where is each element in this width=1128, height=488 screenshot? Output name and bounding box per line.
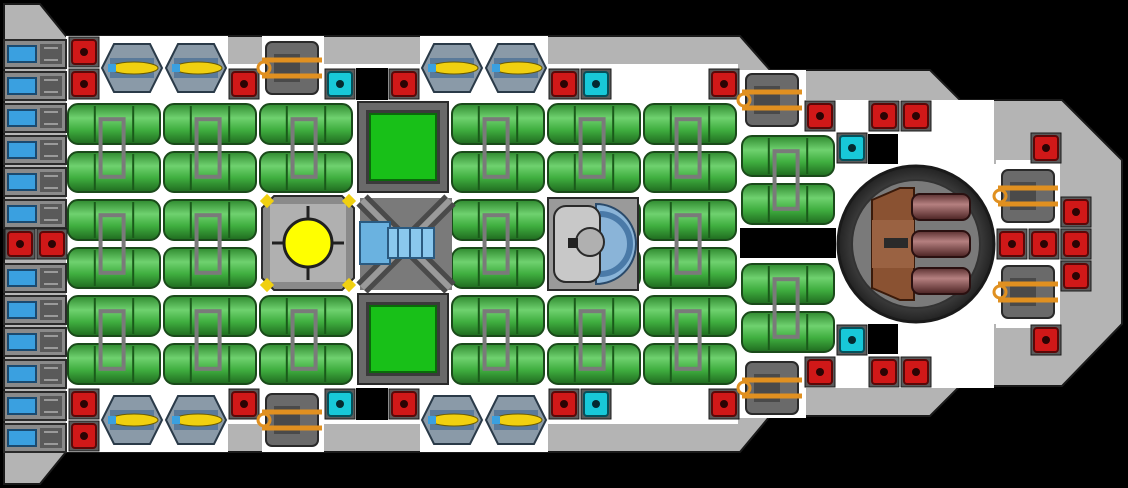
thruster-icon[interactable] [3, 167, 67, 197]
missile-icon[interactable] [100, 43, 164, 93]
missile-icon[interactable] [164, 395, 228, 445]
cyan-shield-icon[interactable] [580, 388, 612, 420]
thruster-icon[interactable] [3, 103, 67, 133]
thruster-icon[interactable] [3, 295, 67, 325]
red-cannon-icon[interactable] [548, 68, 580, 100]
cyan-shield-icon[interactable] [580, 68, 612, 100]
red-cannon-icon[interactable] [1030, 324, 1062, 356]
fuel-tank-icon[interactable] [451, 103, 545, 193]
fuel-tank-icon[interactable] [643, 199, 737, 289]
cyan-shield-icon[interactable] [836, 132, 868, 164]
railgun-icon[interactable] [992, 265, 1058, 319]
fuel-tank-icon[interactable] [741, 263, 835, 353]
red-cannon-icon[interactable] [708, 68, 740, 100]
railgun-group [256, 41, 1058, 447]
capacitor-icon[interactable] [547, 197, 639, 291]
red-cannon-icon[interactable] [68, 68, 100, 100]
fuel-tank-icon[interactable] [259, 295, 353, 385]
hull-voids [356, 68, 898, 420]
cyan-shield-icon[interactable] [324, 388, 356, 420]
thruster-icon[interactable] [3, 263, 67, 293]
fuel-tank-icon[interactable] [451, 295, 545, 385]
fuel-tank-icon[interactable] [67, 295, 161, 385]
red-cannon-icon[interactable] [900, 356, 932, 388]
missile-icon[interactable] [164, 43, 228, 93]
red-cannon-icon[interactable] [228, 68, 260, 100]
red-cannon-icon[interactable] [996, 228, 1028, 260]
fuel-tank-icon[interactable] [163, 199, 257, 289]
missile-icon[interactable] [484, 43, 548, 93]
thruster-icon[interactable] [3, 391, 67, 421]
red-cannon-icon[interactable] [1030, 132, 1062, 164]
thruster-icon[interactable] [3, 327, 67, 357]
cyan-shield-icon[interactable] [324, 68, 356, 100]
cargo-bay[interactable] [357, 293, 449, 385]
railgun-icon[interactable] [256, 393, 322, 447]
missile-group [100, 43, 548, 445]
fuel-tank-icon[interactable] [451, 199, 545, 289]
fuel-tank-icon[interactable] [163, 295, 257, 385]
thruster-icon[interactable] [3, 199, 67, 229]
turret-icon[interactable] [836, 164, 996, 324]
cannon-group [4, 36, 1092, 452]
fuel-tank-icon[interactable] [741, 135, 835, 225]
cargo-bay[interactable] [357, 101, 449, 193]
fuel-tank-grid [67, 103, 835, 385]
railgun-icon[interactable] [256, 41, 322, 95]
railgun-icon[interactable] [736, 73, 802, 127]
thruster-icon[interactable] [3, 39, 67, 69]
red-cannon-icon[interactable] [900, 100, 932, 132]
engine-icon[interactable] [356, 194, 456, 294]
fuel-tank-icon[interactable] [163, 103, 257, 193]
missile-icon[interactable] [484, 395, 548, 445]
missile-icon[interactable] [100, 395, 164, 445]
red-cannon-icon[interactable] [804, 356, 836, 388]
fuel-tank-icon[interactable] [67, 199, 161, 289]
fuel-tank-icon[interactable] [547, 295, 641, 385]
red-cannon-icon[interactable] [1060, 228, 1092, 260]
fuel-tank-icon[interactable] [547, 103, 641, 193]
thruster-column [3, 39, 67, 453]
reactor-icon[interactable] [259, 193, 357, 293]
red-cannon-icon[interactable] [1060, 260, 1092, 292]
red-cannon-icon[interactable] [228, 388, 260, 420]
fuel-tank-icon[interactable] [259, 103, 353, 193]
thruster-icon[interactable] [3, 359, 67, 389]
red-cannon-icon[interactable] [708, 388, 740, 420]
red-cannon-icon[interactable] [1028, 228, 1060, 260]
missile-icon[interactable] [420, 395, 484, 445]
red-cannon-icon[interactable] [868, 356, 900, 388]
red-cannon-icon[interactable] [68, 420, 100, 452]
red-cannon-icon[interactable] [868, 100, 900, 132]
fuel-tank-icon[interactable] [67, 103, 161, 193]
red-cannon-icon[interactable] [36, 228, 68, 260]
missile-icon[interactable] [420, 43, 484, 93]
red-cannon-icon[interactable] [548, 388, 580, 420]
red-cannon-icon[interactable] [4, 228, 36, 260]
railgun-icon[interactable] [736, 361, 802, 415]
shield-group [324, 68, 868, 420]
fuel-tank-icon[interactable] [643, 295, 737, 385]
cyan-shield-icon[interactable] [836, 324, 868, 356]
fuel-tank-icon[interactable] [643, 103, 737, 193]
red-cannon-icon[interactable] [68, 388, 100, 420]
red-cannon-icon[interactable] [804, 100, 836, 132]
thruster-icon[interactable] [3, 71, 67, 101]
thruster-icon[interactable] [3, 135, 67, 165]
red-cannon-icon[interactable] [388, 388, 420, 420]
red-cannon-icon[interactable] [1060, 196, 1092, 228]
red-cannon-icon[interactable] [68, 36, 100, 68]
thruster-icon[interactable] [3, 423, 67, 453]
red-cannon-icon[interactable] [388, 68, 420, 100]
railgun-icon[interactable] [992, 169, 1058, 223]
